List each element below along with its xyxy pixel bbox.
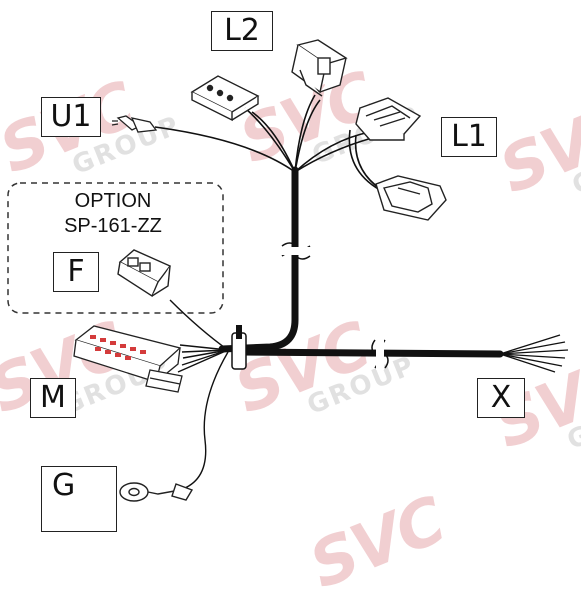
harness-drawing <box>7 39 569 502</box>
label-l2: L2 <box>211 11 273 51</box>
label-g-text: G <box>52 468 76 503</box>
branch-wires-top <box>154 94 386 193</box>
label-l1: L1 <box>441 117 497 157</box>
l2-connector-tall <box>291 39 348 97</box>
f-connector <box>117 249 172 298</box>
option-part-number: SP-161-ZZ <box>64 215 162 237</box>
l1-connector-lower <box>375 175 447 221</box>
l2-connector-flat <box>190 75 260 122</box>
u1-connector <box>111 115 158 133</box>
label-m: M <box>30 378 76 418</box>
label-f: F <box>53 252 99 292</box>
cable-break-mark <box>281 242 389 370</box>
m-connector-pins <box>90 335 146 360</box>
label-g: G <box>41 466 117 532</box>
l1-connector-upper <box>355 97 422 141</box>
label-u1: U1 <box>41 97 101 137</box>
option-dashed-box <box>7 182 224 314</box>
cable-clamp <box>231 325 247 370</box>
main-trunk-wire <box>218 166 504 358</box>
ground-ring-terminal <box>119 482 194 502</box>
m-branch-wires <box>169 299 229 491</box>
label-x: X <box>477 378 525 418</box>
x-wire-ends <box>499 334 569 373</box>
option-title: OPTION <box>74 190 152 212</box>
